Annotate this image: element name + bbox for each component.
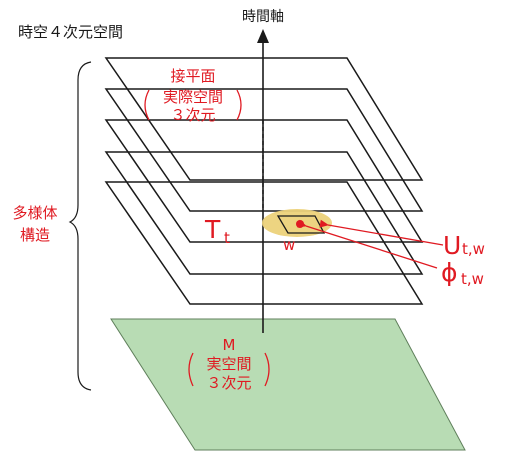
tangent-plane-1	[104, 57, 424, 181]
tangent-plane-subtitle-line1: 実際空間	[163, 88, 223, 106]
u-arrow	[319, 219, 444, 246]
manifold-brace	[68, 61, 92, 391]
base-subtitle-paren-left	[188, 352, 194, 387]
manifold-label-line2: 構造	[20, 226, 50, 244]
neighborhood-parallelogram	[276, 215, 326, 234]
base-space-subtitle-line2: ３次元	[206, 374, 251, 392]
u-symbol: U	[443, 231, 461, 260]
phi-subscript: t,w	[461, 270, 484, 288]
point-w-label: w	[283, 236, 295, 254]
tangent-subtitle-paren-right	[236, 89, 242, 121]
tangent-plane-5	[104, 181, 424, 305]
tangent-subtitle-paren-left	[144, 89, 150, 121]
point-w-dot	[296, 220, 304, 228]
tangent-subscript: t	[224, 229, 230, 247]
base-space-subtitle-line1: 実空間	[206, 355, 251, 373]
time-axis-arrowhead	[257, 29, 269, 43]
base-space-name: M	[223, 336, 236, 354]
tangent-symbol: T	[204, 215, 221, 244]
time-axis-label: 時間軸	[242, 9, 284, 25]
base-subtitle-paren-right	[264, 352, 270, 387]
u-subscript: t,w	[462, 240, 485, 258]
tangent-plane-title: 接平面	[170, 67, 215, 85]
tangent-plane-2	[104, 88, 424, 212]
phi-symbol: ϕ	[441, 258, 458, 287]
manifold-label-line1: 多様体	[12, 204, 57, 222]
phi-arrow	[297, 219, 438, 269]
diagram-title: 時空４次元空間	[18, 23, 123, 41]
tangent-plane-subtitle-line2: ３次元	[170, 106, 215, 124]
tangent-plane-4	[104, 151, 424, 275]
base-space-plane	[110, 318, 466, 451]
